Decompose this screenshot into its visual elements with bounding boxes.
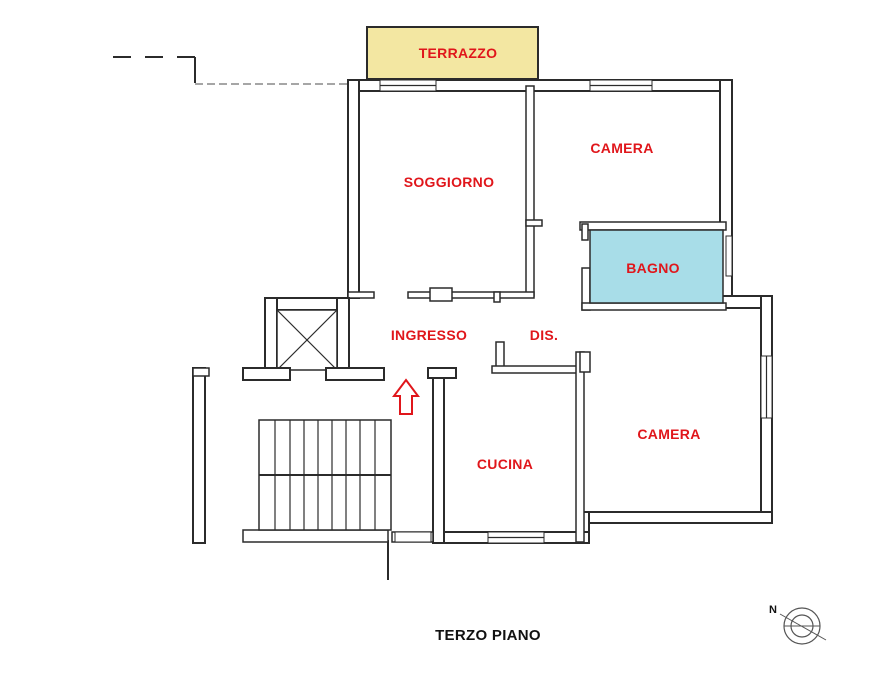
terrace-area: [366, 26, 539, 80]
windows: [379, 79, 773, 544]
room-label-dis: DIS.: [530, 327, 558, 343]
property-boundary-dashed: [113, 56, 355, 85]
staircase: [258, 419, 392, 531]
interior-walls: [347, 85, 727, 543]
room-bagno: BAGNO: [589, 229, 724, 304]
elevator-shaft: [242, 297, 385, 381]
bathroom-area: [589, 229, 724, 304]
room-label-ingresso: INGRESSO: [391, 327, 467, 343]
north-label: N: [769, 604, 777, 616]
room-label-soggiorno: SOGGIORNO: [404, 174, 495, 190]
north-compass-icon: N: [769, 604, 827, 645]
room-label-bagno: BAGNO: [626, 260, 680, 276]
up-arrow-icon: [392, 378, 420, 415]
room-label-cucina: CUCINA: [477, 456, 533, 472]
room-label-camera-bottom: CAMERA: [637, 426, 700, 442]
exterior-walls: [347, 79, 773, 544]
floor-title: TERZO PIANO: [435, 627, 541, 644]
room-label-terrazzo: TERRAZZO: [419, 45, 498, 61]
room-terrazzo: TERRAZZO: [366, 26, 539, 80]
room-label-camera-top: CAMERA: [590, 140, 653, 156]
